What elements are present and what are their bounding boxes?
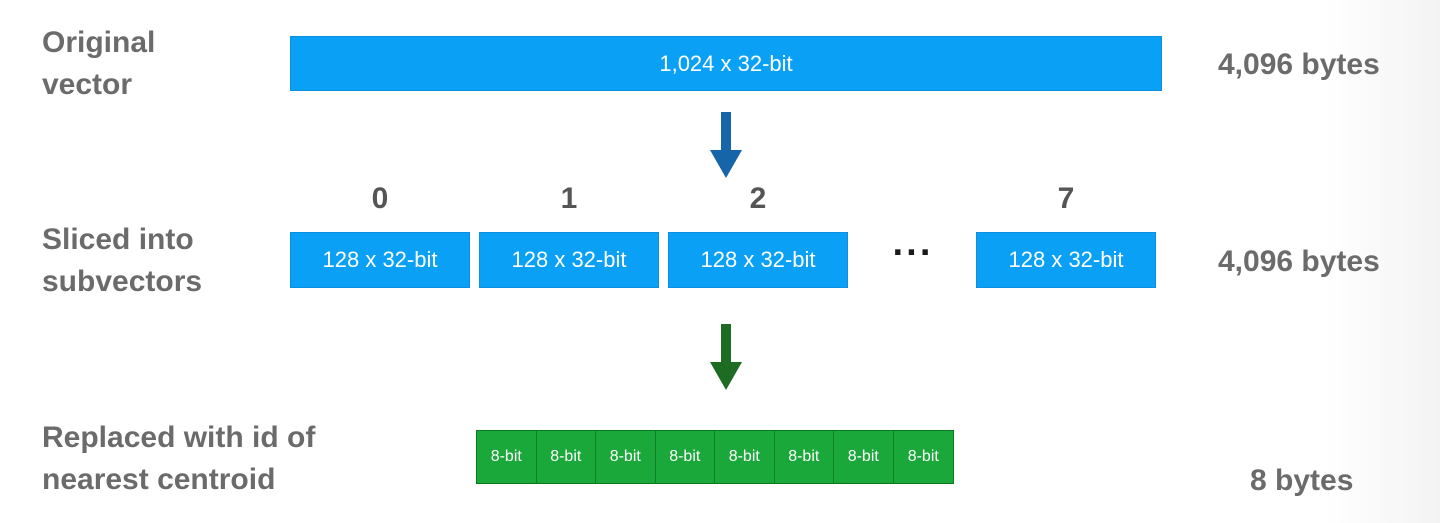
label-line: subvectors <box>42 265 203 298</box>
label-line: vector <box>42 68 133 101</box>
sliced-size-label: 4,096 bytes <box>1218 245 1380 278</box>
centroid-id-cell: 8-bit <box>477 431 537 483</box>
replaced-size-label: 8 bytes <box>1250 464 1354 497</box>
sliced-label: Sliced into subvectors <box>42 219 202 303</box>
centroid-id-cell: 8-bit <box>774 431 834 483</box>
subvector-box: 128 x 32-bit <box>479 232 659 288</box>
subvector-box: 128 x 32-bit <box>290 232 470 288</box>
subvector-box: 128 x 32-bit <box>976 232 1156 288</box>
subvector-index: 1 <box>560 182 578 215</box>
centroid-id-cell: 8-bit <box>655 431 715 483</box>
subvector-index: 0 <box>371 182 389 215</box>
centroid-id-cell: 8-bit <box>834 431 894 483</box>
original-vector-box: 1,024 x 32-bit <box>290 36 1162 91</box>
label-line: Sliced into <box>42 223 194 256</box>
down-arrow-icon <box>710 112 742 178</box>
centroid-id-cell: 8-bit <box>715 431 775 483</box>
original-size-label: 4,096 bytes <box>1218 48 1380 81</box>
ellipsis: ··· <box>892 232 934 274</box>
subvector-index: 2 <box>749 182 767 215</box>
label-line: Replaced with id of <box>42 421 316 454</box>
centroid-id-cell: 8-bit <box>536 431 596 483</box>
centroid-id-row: 8-bit 8-bit 8-bit 8-bit 8-bit 8-bit 8-bi… <box>476 430 954 484</box>
original-vector-label: Original vector <box>42 22 155 106</box>
label-line: nearest centroid <box>42 463 276 496</box>
down-arrow-icon <box>710 324 742 390</box>
subvector-index: 7 <box>1057 182 1075 215</box>
centroid-id-cell: 8-bit <box>596 431 656 483</box>
subvector-box: 128 x 32-bit <box>668 232 848 288</box>
replaced-label: Replaced with id of nearest centroid <box>42 417 315 501</box>
centroid-id-cell: 8-bit <box>893 431 953 483</box>
label-line: Original <box>42 26 156 59</box>
